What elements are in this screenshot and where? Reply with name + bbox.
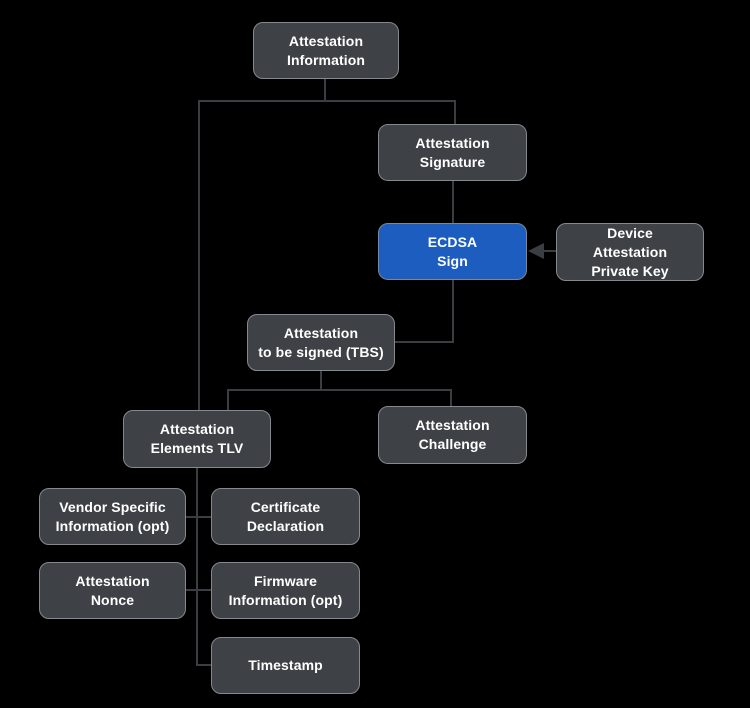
node-attestation-signature: Attestation Signature — [378, 124, 527, 181]
connector-tbs-to-challenge-vertical — [450, 389, 452, 408]
connector-ecdsa-down — [452, 279, 454, 343]
connector-tbs-split-horizontal — [227, 389, 452, 391]
node-certificate-declaration: Certificate Declaration — [211, 488, 360, 545]
connector-info-to-signature-vertical — [454, 100, 456, 125]
connector-signature-to-ecdsa — [452, 180, 454, 224]
connector-info-split-horizontal — [198, 100, 456, 102]
node-attestation-elements-tlv: Attestation Elements TLV — [123, 410, 271, 468]
connector-tbs-to-elements-vertical — [227, 389, 229, 411]
connector-elements-trunk-vertical — [196, 467, 198, 666]
node-attestation-tbs: Attestation to be signed (TBS) — [247, 314, 395, 371]
node-attestation-nonce: Attestation Nonce — [39, 562, 186, 619]
connector-row3-horizontal — [196, 664, 212, 666]
connector-info-down — [324, 79, 326, 102]
arrowhead-left-icon — [528, 243, 544, 259]
node-attestation-challenge: Attestation Challenge — [378, 406, 527, 464]
connector-row1-horizontal — [185, 516, 212, 518]
connector-privatekey-to-ecdsa-line — [543, 250, 557, 252]
node-attestation-information: Attestation Information — [253, 22, 399, 79]
node-device-attestation-private-key: Device Attestation Private Key — [556, 223, 704, 281]
connector-info-to-elements-vertical — [198, 100, 200, 411]
connector-tbs-down — [320, 370, 322, 391]
node-ecdsa-sign: ECDSA Sign — [378, 223, 527, 280]
node-timestamp: Timestamp — [211, 637, 360, 694]
node-firmware-information: Firmware Information (opt) — [211, 562, 360, 619]
connector-ecdsa-to-tbs-horizontal — [394, 341, 454, 343]
node-vendor-specific-information: Vendor Specific Information (opt) — [39, 488, 186, 545]
connector-row2-horizontal — [185, 589, 212, 591]
